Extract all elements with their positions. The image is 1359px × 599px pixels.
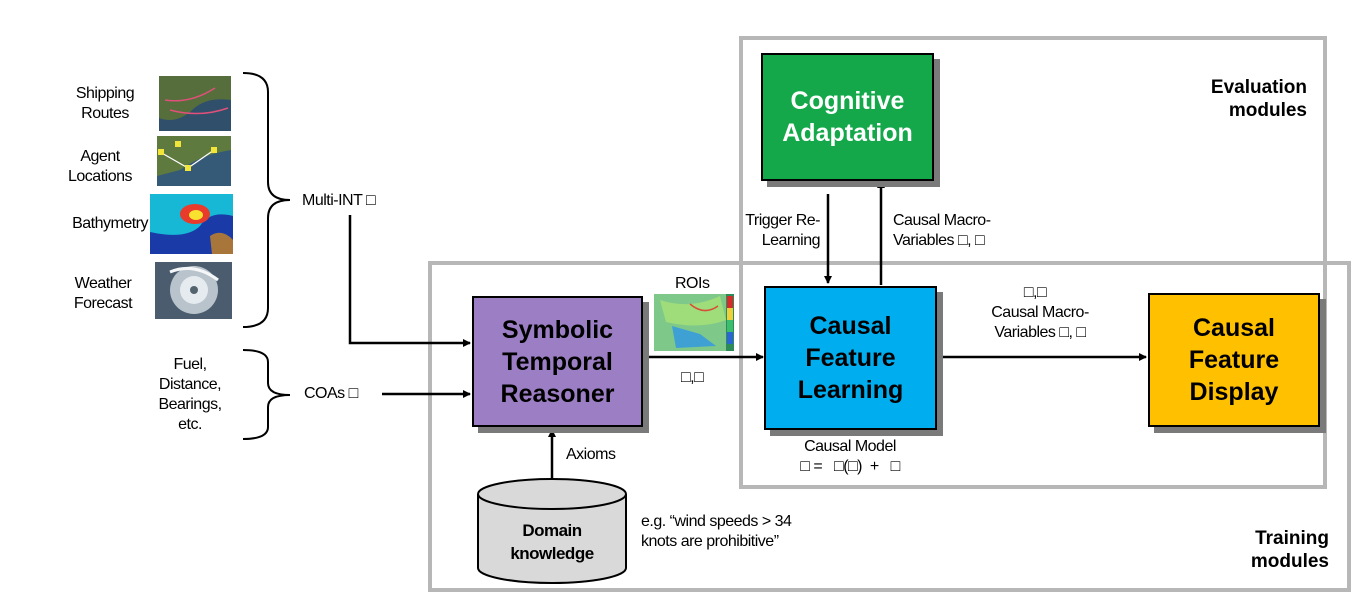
shipping-routes-label: Shipping Routes <box>75 85 135 122</box>
symbolic-temporal-reasoner-text: Symbolic Temporal Reasoner <box>500 315 615 408</box>
macro-variables-right-label: Causal Macro- Variables □, □ <box>991 304 1089 341</box>
axioms-label: Axioms <box>566 446 616 463</box>
rois-label: ROIs <box>675 275 710 292</box>
cognitive-adaptation-box: Cognitive Adaptation <box>761 53 934 181</box>
causal-feature-learning-box: Causal Feature Learning <box>764 286 937 430</box>
causal-feature-learning-text: Causal Feature Learning <box>797 312 904 404</box>
bathymetry-image <box>150 194 233 254</box>
fuel-distance-label: Fuel, Distance, Bearings, etc. <box>158 356 222 433</box>
causal-feature-display-box: Causal Feature Display <box>1148 293 1320 427</box>
brace-top <box>242 72 291 328</box>
bathymetry-label: Bathymetry <box>72 215 148 232</box>
brace-bottom <box>242 349 291 440</box>
shipping-routes-image <box>159 76 231 131</box>
weather-forecast-label: Weather Forecast <box>73 275 133 312</box>
training-modules-region <box>428 261 1351 592</box>
trigger-relearning-label: Trigger Re- Learning <box>745 212 820 249</box>
training-modules-title: Training modules <box>1250 528 1329 572</box>
causal-model-label: Causal Model <box>804 438 896 455</box>
domain-knowledge-text: Domain knowledge <box>510 521 594 563</box>
rois-heatmap-image <box>654 294 734 351</box>
domain-knowledge-cylinder <box>477 478 627 584</box>
coas-label: COAs □ <box>304 385 358 402</box>
causal-model-equation: □ = □(□) + □ <box>800 458 900 475</box>
causal-feature-display-text: Causal Feature Display <box>1188 314 1280 406</box>
agent-locations-image <box>157 136 231 186</box>
cognitive-adaptation-text: Cognitive Adaptation <box>782 87 913 147</box>
domain-note-label: e.g. “wind speeds > 34 knots are prohibi… <box>641 513 792 550</box>
agent-locations-label: Agent Locations <box>68 148 133 185</box>
cfl-output-label: □,□ <box>1023 284 1047 301</box>
str-output-label: □,□ <box>681 369 704 386</box>
evaluation-modules-title: Evaluation modules <box>1210 77 1307 121</box>
multi-int-label: Multi-INT □ <box>302 192 376 209</box>
arrow-multiint <box>348 215 471 347</box>
symbolic-temporal-reasoner-box: Symbolic Temporal Reasoner <box>472 296 643 427</box>
macro-variables-up-label: Causal Macro- Variables □, □ <box>893 212 991 249</box>
weather-forecast-image <box>155 262 232 319</box>
